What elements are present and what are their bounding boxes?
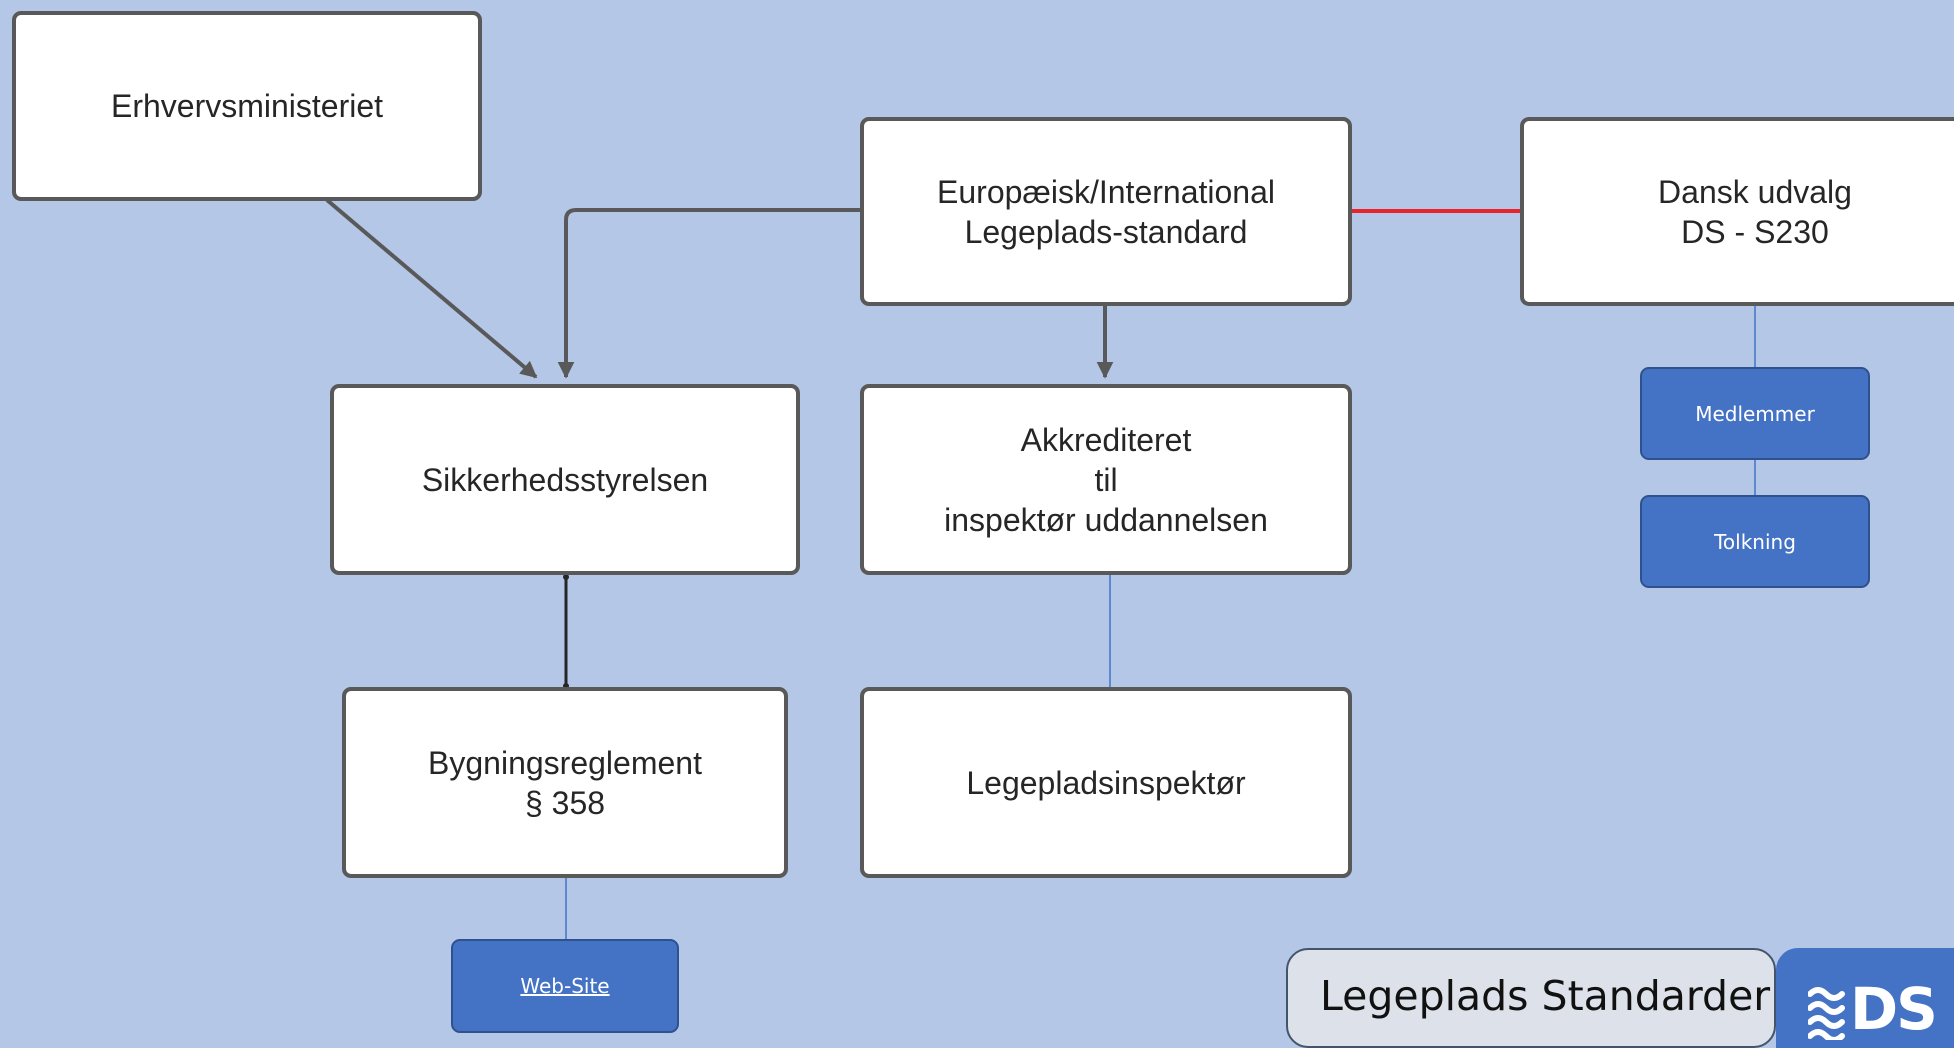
node-akkrediteret[interactable]: Akkrediteret til inspektør uddannelsen <box>860 384 1352 575</box>
node-europaeisk-standard-label: Europæisk/International Legeplads-standa… <box>937 173 1275 250</box>
node-sikkerhedsstyrelsen[interactable]: Sikkerhedsstyrelsen <box>330 384 800 575</box>
medlemmer-button[interactable]: Medlemmer <box>1640 367 1870 460</box>
node-akkrediteret-label: Akkrediteret til inspektør uddannelsen <box>944 421 1268 538</box>
tolkning-button[interactable]: Tolkning <box>1640 495 1870 588</box>
link-dot-top <box>563 574 569 580</box>
node-bygningsreglement-label: Bygningsreglement § 358 <box>428 744 702 821</box>
medlemmer-label: Medlemmer <box>1695 401 1815 426</box>
node-legepladsinspektor-label: Legepladsinspektør <box>966 764 1246 801</box>
node-europaeisk-standard[interactable]: Europæisk/International Legeplads-standa… <box>860 117 1352 306</box>
node-dansk-udvalg[interactable]: Dansk udvalg DS - S230 <box>1520 117 1954 306</box>
footer-title: Legeplads Standarder <box>1320 972 1771 1020</box>
node-erhvervsministeriet-label: Erhvervsministeriet <box>110 88 384 124</box>
website-link[interactable]: Web-Site <box>451 939 679 1033</box>
arrow-erhverv-to-sikkerhed <box>325 198 538 379</box>
node-erhvervsministeriet[interactable]: Erhvervsministeriet <box>12 11 482 201</box>
website-link-label[interactable]: Web-Site <box>520 974 610 998</box>
arrow-europa-to-sikkerhed <box>557 208 860 379</box>
footer-title-banner: Legeplads Standarder <box>1286 948 1776 1048</box>
node-bygningsreglement[interactable]: Bygningsreglement § 358 <box>342 687 788 878</box>
node-sikkerhedsstyrelsen-label: Sikkerhedsstyrelsen <box>421 461 709 498</box>
tolkning-label: Tolkning <box>1714 529 1796 554</box>
node-dansk-udvalg-label: Dansk udvalg DS - S230 <box>1658 173 1852 250</box>
node-legepladsinspektor[interactable]: Legepladsinspektør <box>860 687 1352 878</box>
ds-logo: DS <box>1776 948 1954 1048</box>
ds-waves-icon <box>1808 987 1845 1040</box>
ds-logo-text: DS <box>1850 975 1938 1043</box>
